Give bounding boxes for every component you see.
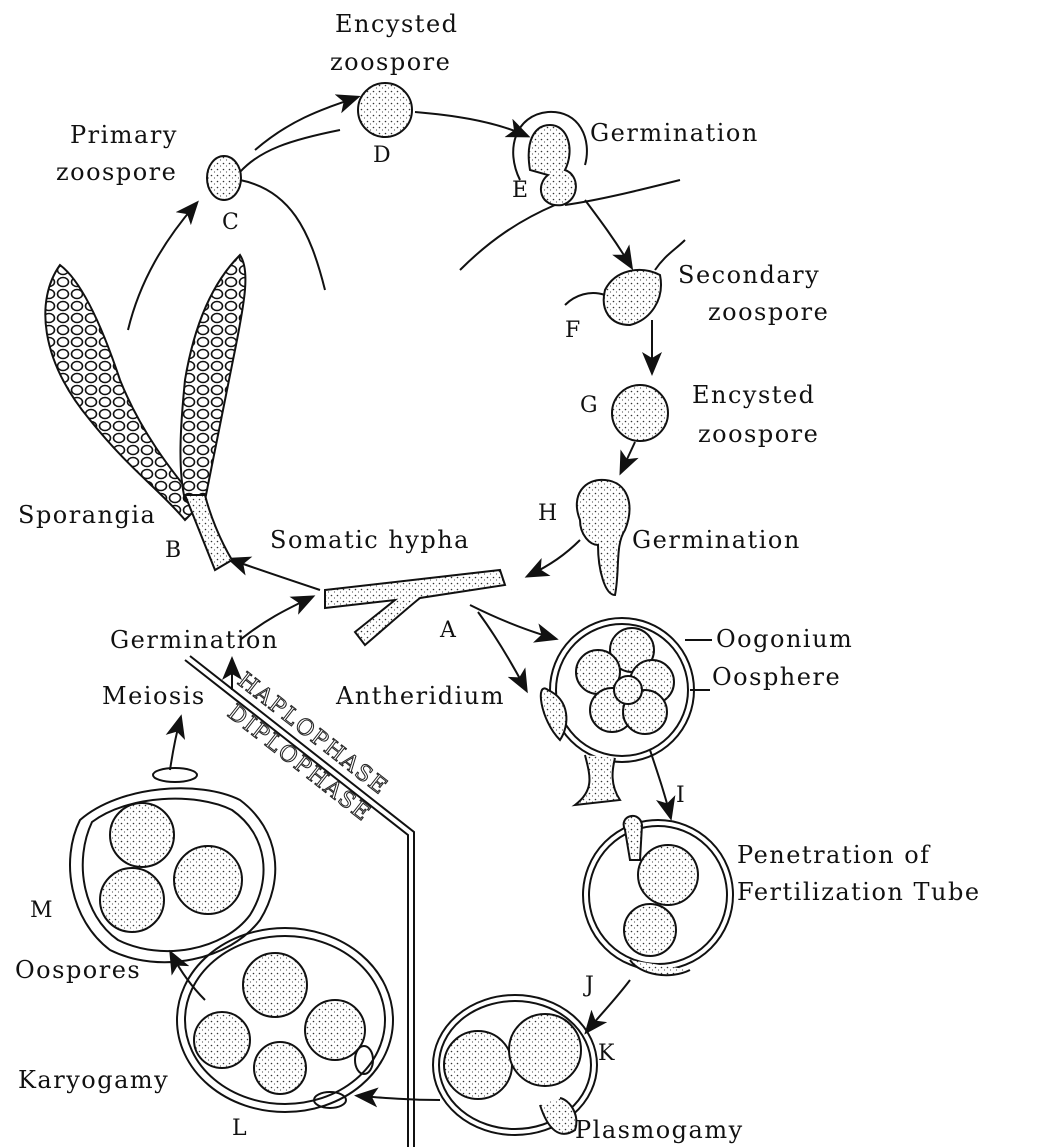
label-germination-h: Germination [632, 528, 801, 552]
label-fertilization-tube: Fertilization Tube [737, 880, 981, 904]
letter-l: L [232, 1118, 247, 1140]
label-oospores: Oospores [15, 958, 141, 982]
label-germination-e: Germination [590, 121, 759, 145]
oospores-m [70, 788, 275, 962]
label-karyogamy: Karyogamy [18, 1068, 169, 1092]
label-oosphere: Oosphere [712, 665, 841, 689]
label-penetration: Penetration of [737, 843, 931, 867]
sporangium-stalk [185, 495, 232, 570]
germinating-cyst-h [577, 480, 630, 595]
primary-zoospore-c [207, 156, 241, 200]
label-oogonium: Oogonium [716, 627, 853, 651]
encysted-zoospore-d [358, 83, 412, 137]
sporangium-left [45, 265, 200, 520]
letter-c: C [222, 212, 239, 234]
label-primary-zoospore: Primary [70, 123, 178, 147]
label-antheridium: Antheridium [336, 684, 505, 708]
label-encysted-zoospore-d-line2: zoospore [330, 50, 440, 74]
label-secondary-zoospore: Secondary [678, 263, 820, 287]
label-plasmogamy: Plasmogamy [575, 1118, 744, 1142]
label-encysted-zoospore-d: Encysted [335, 12, 435, 36]
label-somatic-hypha: Somatic hypha [270, 528, 470, 552]
antheridium [541, 688, 567, 740]
letter-i: I [676, 785, 685, 807]
letter-m: M [30, 900, 53, 922]
letter-k: K [598, 1043, 614, 1065]
label-meiosis: Meiosis [102, 684, 206, 708]
letter-a: A [440, 620, 456, 642]
letter-f: F [565, 320, 580, 342]
letter-e: E [512, 180, 528, 202]
letter-j: J [585, 975, 594, 997]
label-encysted-zoospore-g: Encysted [692, 383, 816, 407]
letter-g: G [580, 395, 598, 417]
letter-h: H [538, 503, 557, 525]
label-germination-left: Germination [110, 628, 279, 652]
sporangium-right [180, 255, 245, 500]
label-encysted-zoospore-g-line2: zoospore [698, 422, 819, 446]
somatic-hypha-a [325, 570, 505, 645]
letter-b: B [165, 540, 181, 562]
label-secondary-zoospore-line2: zoospore [708, 300, 829, 324]
label-sporangia: Sporangia [18, 503, 156, 527]
letter-d: D [373, 145, 391, 167]
encysted-zoospore-g [612, 385, 668, 441]
secondary-zoospore-f [604, 270, 661, 325]
label-primary-zoospore-line2: zoospore [56, 160, 177, 184]
